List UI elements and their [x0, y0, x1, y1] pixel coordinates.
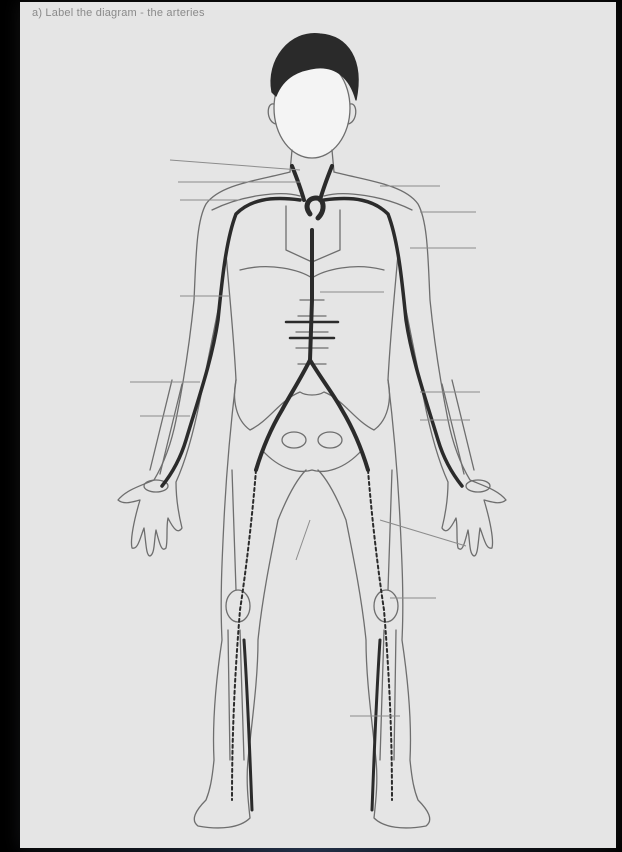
left-leg-bones — [228, 470, 244, 760]
left-brachial-artery — [162, 199, 300, 486]
right-brachial-artery — [324, 199, 462, 486]
left-obturator — [282, 432, 306, 448]
left-knee — [226, 590, 250, 622]
left-arm-outline — [118, 172, 290, 556]
right-obturator — [318, 432, 342, 448]
leader-line — [170, 160, 300, 170]
left-torso-side — [226, 254, 236, 380]
arteries — [162, 166, 462, 810]
aorta-and-left-iliac — [256, 230, 312, 470]
pelvis-outline — [235, 380, 390, 430]
right-torso-side — [388, 254, 398, 380]
body-outline — [118, 34, 506, 828]
aortic-arch — [307, 198, 323, 218]
right-wrist — [466, 480, 490, 492]
right-arm-outline — [334, 172, 506, 556]
right-knee — [374, 590, 398, 622]
leader-line — [296, 520, 310, 560]
pelvis-lower — [262, 450, 362, 471]
